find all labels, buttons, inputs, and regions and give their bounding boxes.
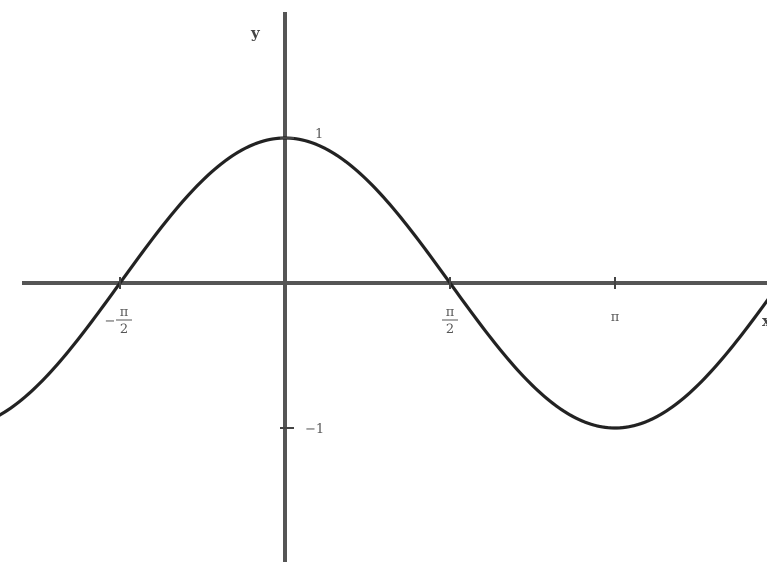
x-tick-sign: − (105, 314, 116, 329)
y-tick-label: 1 (315, 127, 323, 142)
x-tick-denominator: 2 (446, 322, 454, 337)
axis-ticks: −3π2−π−π2π2π3π22π5π21−1 (105, 127, 620, 437)
x-tick-numerator: π (446, 305, 455, 320)
y-axis-label: y (250, 24, 261, 42)
y-tick-label: −1 (305, 422, 324, 437)
x-tick-denominator: 2 (120, 322, 128, 337)
cosine-curve (0, 136, 767, 430)
x-tick-label: π (611, 310, 620, 325)
x-tick-numerator: π (120, 305, 129, 320)
x-axis-label: x (762, 312, 767, 330)
